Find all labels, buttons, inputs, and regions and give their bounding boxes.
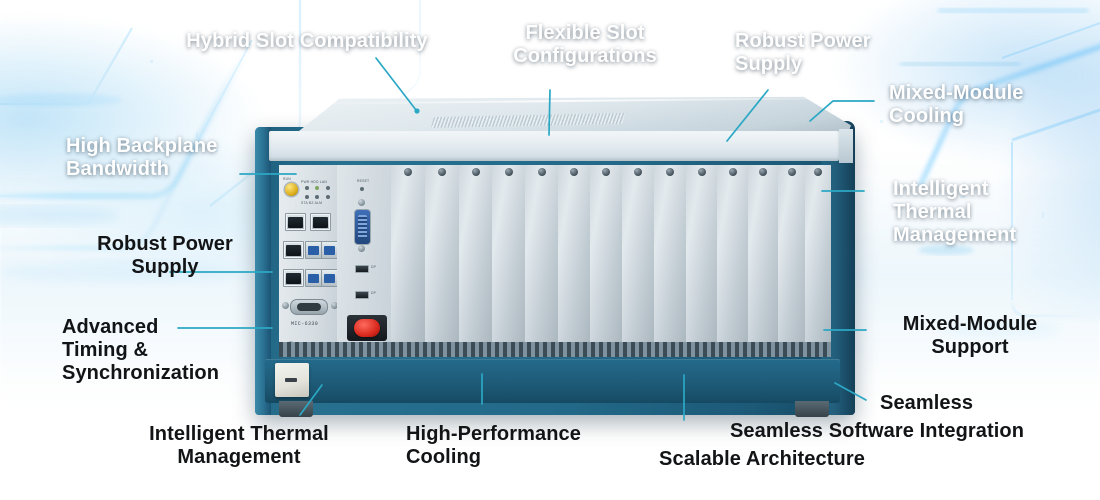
usb-port-1[interactable] (305, 241, 322, 259)
reset-led (360, 187, 364, 191)
ethernet-port-2[interactable] (310, 213, 331, 231)
displayport-1-label: DP (371, 265, 377, 269)
slot-filler-panel[interactable] (805, 165, 831, 357)
callout-high-performance-cooling: High-Performance Cooling (406, 423, 581, 468)
callout-intelligent-thermal-management-bottom: Intelligent Thermal Management (149, 423, 329, 468)
vga-screw-left (282, 302, 289, 309)
serial-screw-bottom[interactable] (358, 245, 365, 252)
slot-filler-panel[interactable] (558, 165, 591, 357)
displayport-2-label: DP (371, 291, 377, 295)
knob-label: RUN (283, 177, 291, 181)
module-model-text: MIC-6330 (291, 321, 319, 327)
displayport-1[interactable] (355, 265, 369, 273)
callout-mixed-module-cooling: Mixed-Module Cooling (889, 82, 1024, 127)
callout-seamless-software-integration: Seamless Software Integration (729, 420, 1025, 442)
power-button[interactable] (354, 319, 380, 337)
callout-hybrid-slot-compatibility: Hybrid Slot Compatibility (186, 30, 428, 52)
slot-filler-panel[interactable] (459, 165, 493, 357)
slot-filler-panel[interactable] (748, 165, 779, 357)
ethernet-port-4[interactable] (283, 269, 304, 287)
usb-port-4[interactable] (321, 269, 338, 287)
slot-filler-panel[interactable] (717, 165, 749, 357)
slot-filler-panel[interactable] (525, 165, 559, 357)
card-slot-area: RUN PWR HDD LAN STA BZ ALM (279, 165, 831, 357)
callout-scalable-architecture: Scalable Architecture (659, 448, 865, 470)
slot-filler-panel[interactable] (622, 165, 655, 357)
ethernet-port-1[interactable] (285, 213, 306, 231)
slot-filler-panel[interactable] (492, 165, 526, 357)
slot-filler-panel[interactable] (425, 165, 460, 357)
callout-mixed-module-support: Mixed-Module Support (902, 313, 1038, 358)
chassis-foot-left (279, 401, 313, 417)
chassis-left-edge (255, 127, 271, 415)
callout-intelligent-thermal-management-right: Intelligent Thermal Management (893, 178, 1017, 246)
displayport-2[interactable] (355, 291, 369, 299)
ethernet-port-3[interactable] (283, 241, 304, 259)
slot-filler-panel[interactable] (778, 165, 806, 357)
led-legend-bottom: STA BZ ALM (301, 201, 323, 205)
callout-robust-power-supply-top: Robust Power Supply (735, 30, 871, 75)
vga-screw-right (331, 302, 338, 309)
serial-screw-top[interactable] (358, 199, 365, 206)
chassis-lower-front-panel (265, 359, 840, 403)
rotary-knob-icon[interactable] (285, 183, 298, 196)
slot-filler-panel[interactable] (391, 165, 426, 357)
callout-seamless: Seamless (880, 392, 974, 414)
callout-flexible-slot-configurations: Flexible Slot Configurations (513, 22, 657, 67)
status-led-2 (315, 186, 319, 190)
callout-advanced-timing-synchronization: Advanced Timing & Synchronization (62, 316, 220, 384)
vga-port[interactable] (290, 299, 328, 315)
top-plate-highlight (303, 97, 823, 105)
modular-chassis: RUN PWR HDD LAN STA BZ ALM (255, 95, 855, 417)
io-secondary-column: RESET DP DP (337, 165, 393, 357)
serial-port-blue[interactable] (354, 209, 371, 245)
usb-port-3[interactable] (305, 269, 322, 287)
callout-robust-power-supply-left: Robust Power Supply (97, 233, 233, 278)
status-led-6 (326, 195, 330, 199)
status-led-5 (315, 195, 319, 199)
io-col-label: RESET (357, 179, 370, 183)
usb-port-2[interactable] (321, 241, 338, 259)
chassis-bezel-right-cap (839, 129, 853, 163)
slot-filler-panel[interactable] (654, 165, 687, 357)
led-legend-top: PWR HDD LAN (301, 180, 327, 184)
chassis-front-bezel (269, 131, 839, 161)
slot-filler-panel[interactable] (686, 165, 718, 357)
status-led-4 (305, 195, 309, 199)
slot-rail-bottom (279, 342, 831, 357)
psu-inlet-box (275, 363, 309, 397)
callout-high-backplane-bandwidth: High Backplane Bandwidth (66, 135, 218, 180)
status-led-3 (326, 186, 330, 190)
chassis-foot-right (795, 401, 829, 417)
status-led-1 (305, 186, 309, 190)
top-ventilation-grille (430, 113, 626, 128)
slot-filler-panel[interactable] (590, 165, 623, 357)
